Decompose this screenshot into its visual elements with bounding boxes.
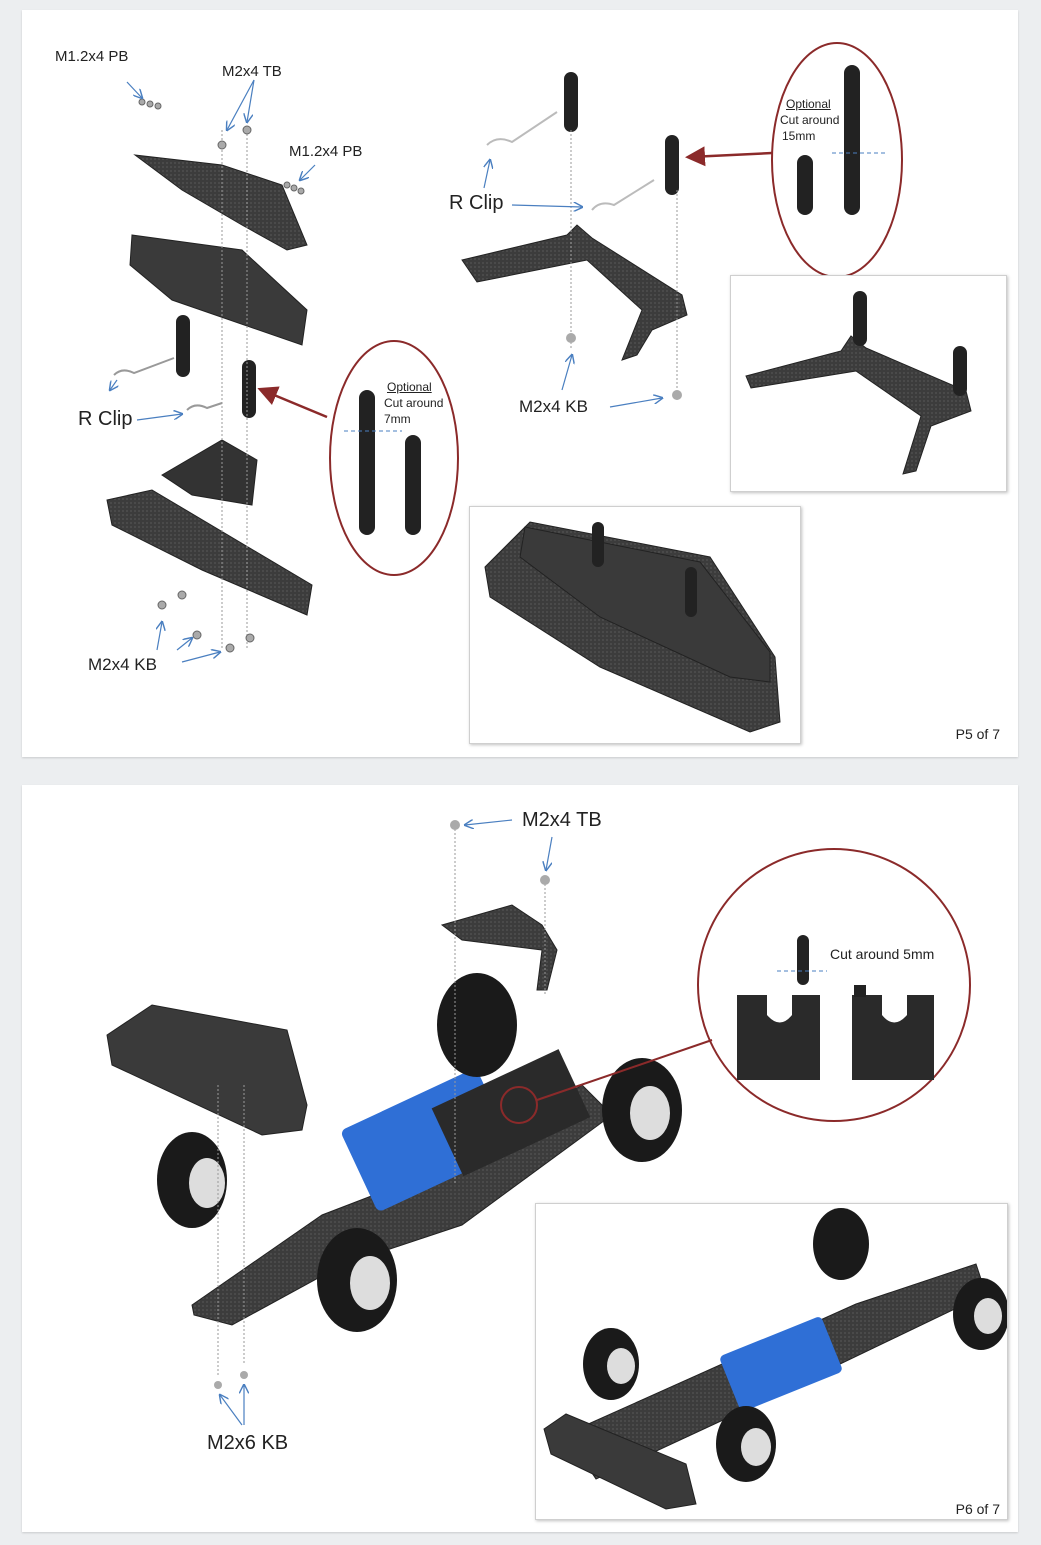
manual-page-5: M1.2x4 PB M2x4 TB M1.2x4 PB R Clip M2x4 … — [22, 10, 1018, 757]
label-m2x4-tb: M2x4 TB — [222, 63, 282, 80]
manual-page-6: M2x4 TB M2x6 KB Cut around 5mm P6 of 7 — [22, 785, 1018, 1532]
page-number: P6 of 7 — [955, 1501, 1000, 1517]
inset-wing-mount-assembled — [730, 275, 1007, 492]
wing-mount-exploded — [461, 42, 903, 408]
note-cut-7mm: Optional Cut around 7mm — [384, 380, 444, 426]
label-r-clip-left: R Clip — [78, 408, 133, 430]
page6-illustration — [106, 785, 971, 1426]
label-m2x4-kb-left: M2x4 KB — [88, 655, 157, 674]
page-number: P5 of 7 — [955, 726, 1000, 742]
label-m2x6-kb: M2x6 KB — [207, 1432, 289, 1454]
inset-bumper-assembled — [469, 506, 801, 744]
chassis-exploded — [106, 820, 971, 1426]
note-cut-15mm: Optional Cut around 15mm — [780, 97, 840, 143]
label-m12x4-pb-right: M1.2x4 PB — [289, 143, 363, 160]
bumper-exploded-left — [106, 79, 459, 663]
page5-illustration — [106, 42, 903, 663]
label-r-clip-right: R Clip — [449, 192, 504, 214]
inset-chassis-assembled — [535, 1203, 1008, 1520]
label-m2x4-tb: M2x4 TB — [522, 809, 602, 831]
note-cut-5mm: Cut around 5mm — [830, 946, 935, 962]
label-m12x4-pb-top: M1.2x4 PB — [55, 48, 129, 65]
label-m2x4-kb-right: M2x4 KB — [519, 397, 588, 416]
